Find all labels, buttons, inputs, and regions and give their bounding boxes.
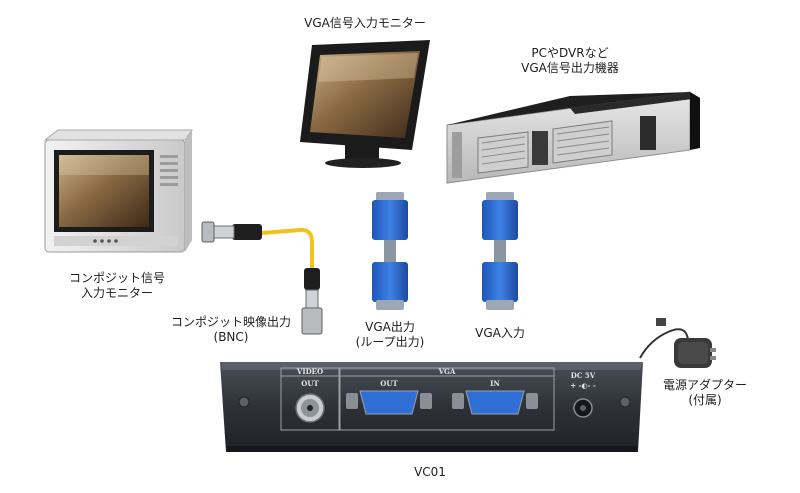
power-adapter bbox=[639, 318, 716, 368]
label-pc-dvr: PCやDVRなど VGA信号出力機器 bbox=[505, 46, 635, 76]
label-composite-monitor-line1: コンポジット信号 bbox=[68, 271, 165, 285]
label-vga-out-line1: VGA出力 bbox=[365, 320, 415, 334]
label-vga-out: VGA出力 (ループ出力) bbox=[340, 320, 440, 350]
label-vga-out-line2: (ループ出力) bbox=[355, 335, 425, 349]
bnc-cable bbox=[201, 221, 323, 335]
label-composite-out: コンポジット映像出力 (BNC) bbox=[166, 315, 296, 345]
panel-dc-polarity-icon: + -◐- - bbox=[570, 381, 596, 390]
vga-lcd-monitor bbox=[300, 40, 430, 168]
label-device-name-text: VC01 bbox=[414, 465, 446, 479]
label-composite-out-line1: コンポジット映像出力 bbox=[170, 315, 291, 329]
label-pc-dvr-line2: VGA信号出力機器 bbox=[521, 61, 619, 75]
composite-crt-monitor bbox=[43, 129, 193, 253]
label-vga-monitor: VGA信号入力モニター bbox=[300, 16, 430, 31]
vga-out-cable bbox=[372, 192, 408, 310]
vga-in-cable bbox=[482, 192, 518, 310]
panel-video-header: VIDEO bbox=[296, 367, 323, 376]
label-adapter: 電源アダプター (付属) bbox=[650, 378, 760, 408]
label-adapter-line1: 電源アダプター bbox=[662, 378, 747, 392]
panel-vga-in: IN bbox=[490, 379, 500, 388]
label-vga-monitor-text: VGA信号入力モニター bbox=[304, 16, 426, 30]
vc01-device: VIDEO OUT VGA OUT IN DC 5V + -◐- - bbox=[220, 362, 643, 452]
panel-vga-header: VGA bbox=[438, 367, 456, 376]
label-pc-dvr-line1: PCやDVRなど bbox=[531, 46, 609, 60]
label-composite-monitor-line2: 入力モニター bbox=[80, 286, 153, 300]
label-vga-in-text: VGA入力 bbox=[475, 326, 525, 340]
label-adapter-line2: (付属) bbox=[688, 393, 722, 407]
panel-vga-out: OUT bbox=[380, 379, 398, 388]
label-device-name: VC01 bbox=[400, 465, 460, 480]
panel-dc: DC 5V bbox=[571, 371, 596, 380]
pc-dvr-device bbox=[446, 91, 700, 184]
label-composite-out-line2: (BNC) bbox=[213, 330, 249, 344]
label-composite-monitor: コンポジット信号 入力モニター bbox=[52, 271, 182, 301]
label-vga-in: VGA入力 bbox=[460, 326, 540, 341]
panel-video-out: OUT bbox=[301, 379, 319, 388]
